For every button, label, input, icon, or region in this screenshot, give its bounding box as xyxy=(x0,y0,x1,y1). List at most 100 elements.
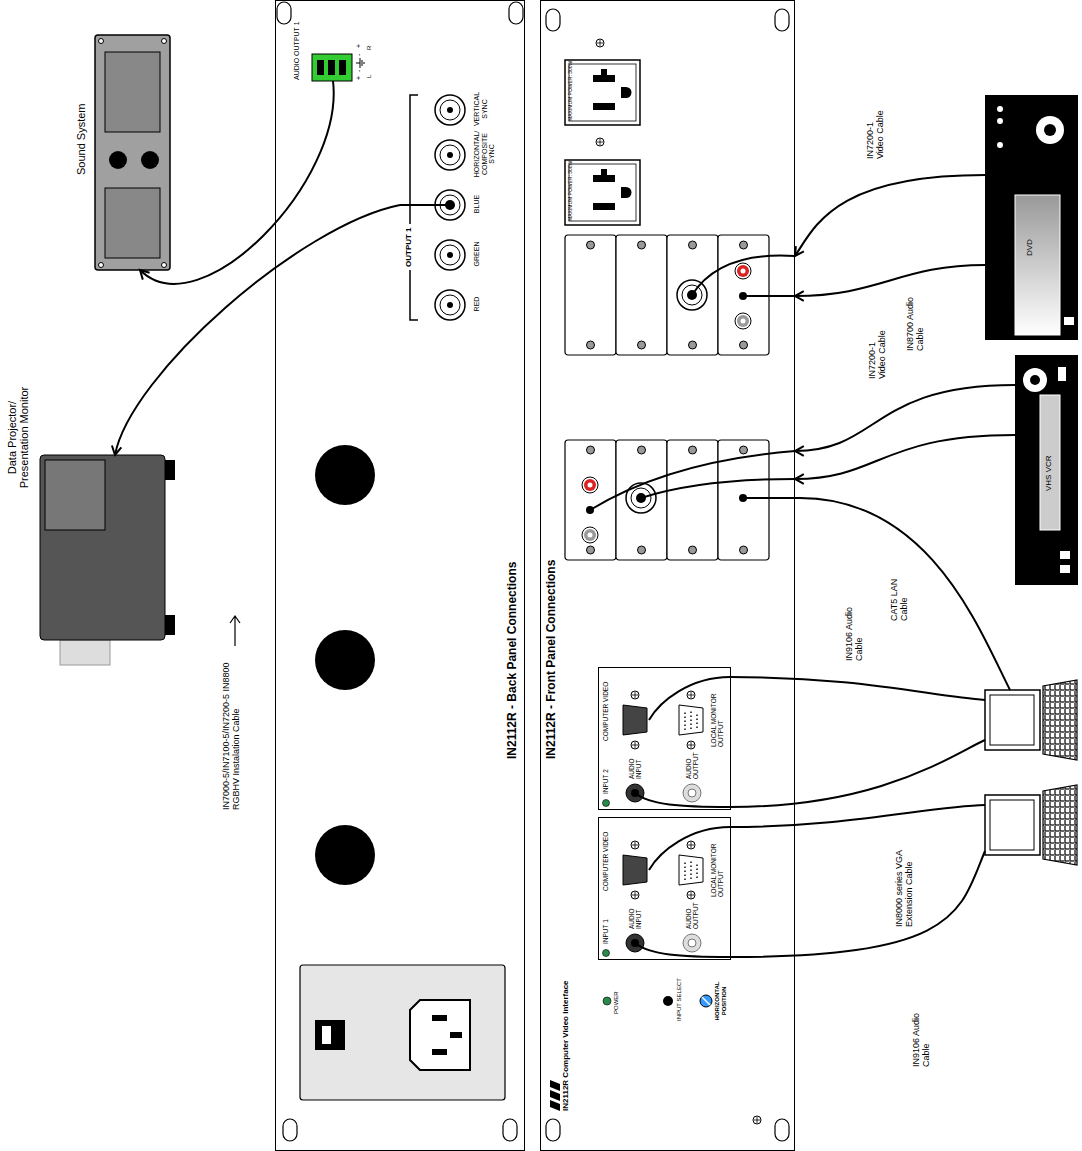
drawing-part xyxy=(603,997,611,1005)
drawing-part xyxy=(315,1020,345,1050)
input-module: INPUT 2COMPUTER VIDEOAUDIO INPUTLOCAL MO… xyxy=(598,667,731,810)
node-label: DVD xyxy=(1026,239,1035,256)
node-label: Data Projector/ Presentation Monitor xyxy=(6,375,30,500)
node-label: INPUT 1 xyxy=(602,919,609,944)
annotation-label: - xyxy=(355,54,363,56)
drawing-part xyxy=(985,680,1077,760)
annotation-label: IN9106 Audio Cable xyxy=(912,1007,932,1067)
node-label: IN2112R - Back Panel Connections xyxy=(506,562,519,759)
drawing-part xyxy=(997,118,1003,124)
arrow-head xyxy=(795,291,804,301)
drawing-part xyxy=(445,200,455,210)
cable-connector xyxy=(140,81,334,284)
drawing-part xyxy=(565,160,640,225)
arrow-head xyxy=(795,246,804,256)
drawing-part xyxy=(546,1119,560,1141)
drawing-part xyxy=(315,445,375,505)
drawing-part xyxy=(450,1032,462,1038)
front-panel: IN2112R - Front Panel ConnectionsINPUT 2… xyxy=(540,0,795,1151)
drawing-part xyxy=(432,1049,447,1055)
drawing-part xyxy=(1015,355,1078,585)
arrow-head xyxy=(140,270,150,280)
projector: Data Projector/ Presentation Monitor xyxy=(40,455,165,640)
drawing-part xyxy=(105,188,160,258)
node-label: INPUT 2 xyxy=(602,769,609,794)
drawing-part xyxy=(1060,551,1070,559)
drawing-part xyxy=(410,95,418,320)
annotation-label: IN7200-1 Video Cable xyxy=(866,99,886,159)
drawing-part xyxy=(312,54,352,81)
drawing-part xyxy=(435,95,465,125)
audio-output: AUDIO OUTPUT 1 xyxy=(293,19,355,80)
drawing-part xyxy=(317,60,324,75)
drawing-part xyxy=(1040,395,1060,530)
annotation-label: INPUT SELECT xyxy=(676,978,683,1021)
arrow-head xyxy=(795,446,804,456)
node-text: AUDIO OUTPUT xyxy=(685,893,699,929)
node-text: HORIZONTAL/ COMPOSITE SYNC xyxy=(473,128,496,180)
drawing-part xyxy=(277,2,291,24)
cable-connector xyxy=(795,435,1015,479)
arrow-head xyxy=(112,445,121,455)
annotation-label: IN9106 Audio Cable xyxy=(845,601,865,661)
drawing-part xyxy=(735,263,751,279)
node-text: COMPUTER VIDEO xyxy=(602,832,609,891)
drawing-part xyxy=(1015,195,1060,335)
node-text: GREEN xyxy=(473,228,481,280)
drawing-part xyxy=(677,280,707,310)
drawing-part xyxy=(45,460,105,530)
drawing-part xyxy=(985,785,1077,865)
drawing-part xyxy=(663,996,673,1006)
drawing-part xyxy=(775,1119,789,1141)
annotation-label: IN2112R Computer Video Interface xyxy=(562,980,571,1111)
back-panel: IN2112R - Back Panel ConnectionsOUTPUT 1… xyxy=(275,0,525,1151)
cable-connector xyxy=(795,385,1015,451)
node-text: AUDIO OUTPUT xyxy=(685,743,699,779)
drawing-part xyxy=(603,691,704,807)
annotation-label: L xyxy=(366,75,373,78)
cable-connector xyxy=(795,265,985,296)
drawing-part xyxy=(565,235,616,355)
drawing-part xyxy=(702,997,710,1005)
annotation-label: MAXIMUM POWER: 300W xyxy=(568,61,574,121)
arrow-head xyxy=(795,474,804,484)
annotation-label: - xyxy=(355,70,363,72)
drawing-part xyxy=(667,235,718,355)
drawing-part xyxy=(687,290,697,300)
node-text: AUDIO INPUT xyxy=(628,897,642,929)
drawing-part xyxy=(99,39,104,44)
drawing-part xyxy=(283,1119,297,1141)
drawing-part xyxy=(300,965,505,1100)
drawing-part xyxy=(230,616,240,646)
drawing-part xyxy=(1064,317,1074,325)
drawing-part xyxy=(1030,375,1040,385)
drawing-part xyxy=(616,235,667,355)
drawing-part xyxy=(626,483,656,513)
annotation-label: IN7200-1 Video Cable xyxy=(868,321,888,379)
drawing-part xyxy=(315,630,375,690)
annotation-label: IN7000-5/IN7100-5/IN7200-5 IN8800 RGBHV … xyxy=(222,645,242,810)
annotation-label: + xyxy=(355,44,363,48)
annotation-label: HORIZONTAL POSITION xyxy=(714,976,727,1026)
drawing-part xyxy=(162,39,167,44)
drawing-part xyxy=(165,460,175,480)
drawing-part xyxy=(339,60,346,75)
node-text: LOCAL MONITOR OUTPUT xyxy=(710,835,724,897)
drawing-part xyxy=(550,1080,560,1111)
drawing-part xyxy=(596,39,604,47)
drawing-part xyxy=(356,58,364,68)
drawing-part xyxy=(322,1026,331,1044)
cable-connector xyxy=(795,175,985,256)
drawing-part xyxy=(109,151,127,169)
drawing-part xyxy=(1036,116,1064,144)
node-text: COMPUTER VIDEO xyxy=(602,682,609,741)
drawing-part xyxy=(95,35,170,270)
drawing-part xyxy=(410,1000,470,1070)
drawing-part xyxy=(739,494,747,502)
drawing-part xyxy=(435,290,465,320)
drawing-part xyxy=(1023,368,1047,392)
drawing-part xyxy=(649,677,985,720)
drawing-part xyxy=(775,9,789,31)
drawing-part xyxy=(667,440,718,560)
